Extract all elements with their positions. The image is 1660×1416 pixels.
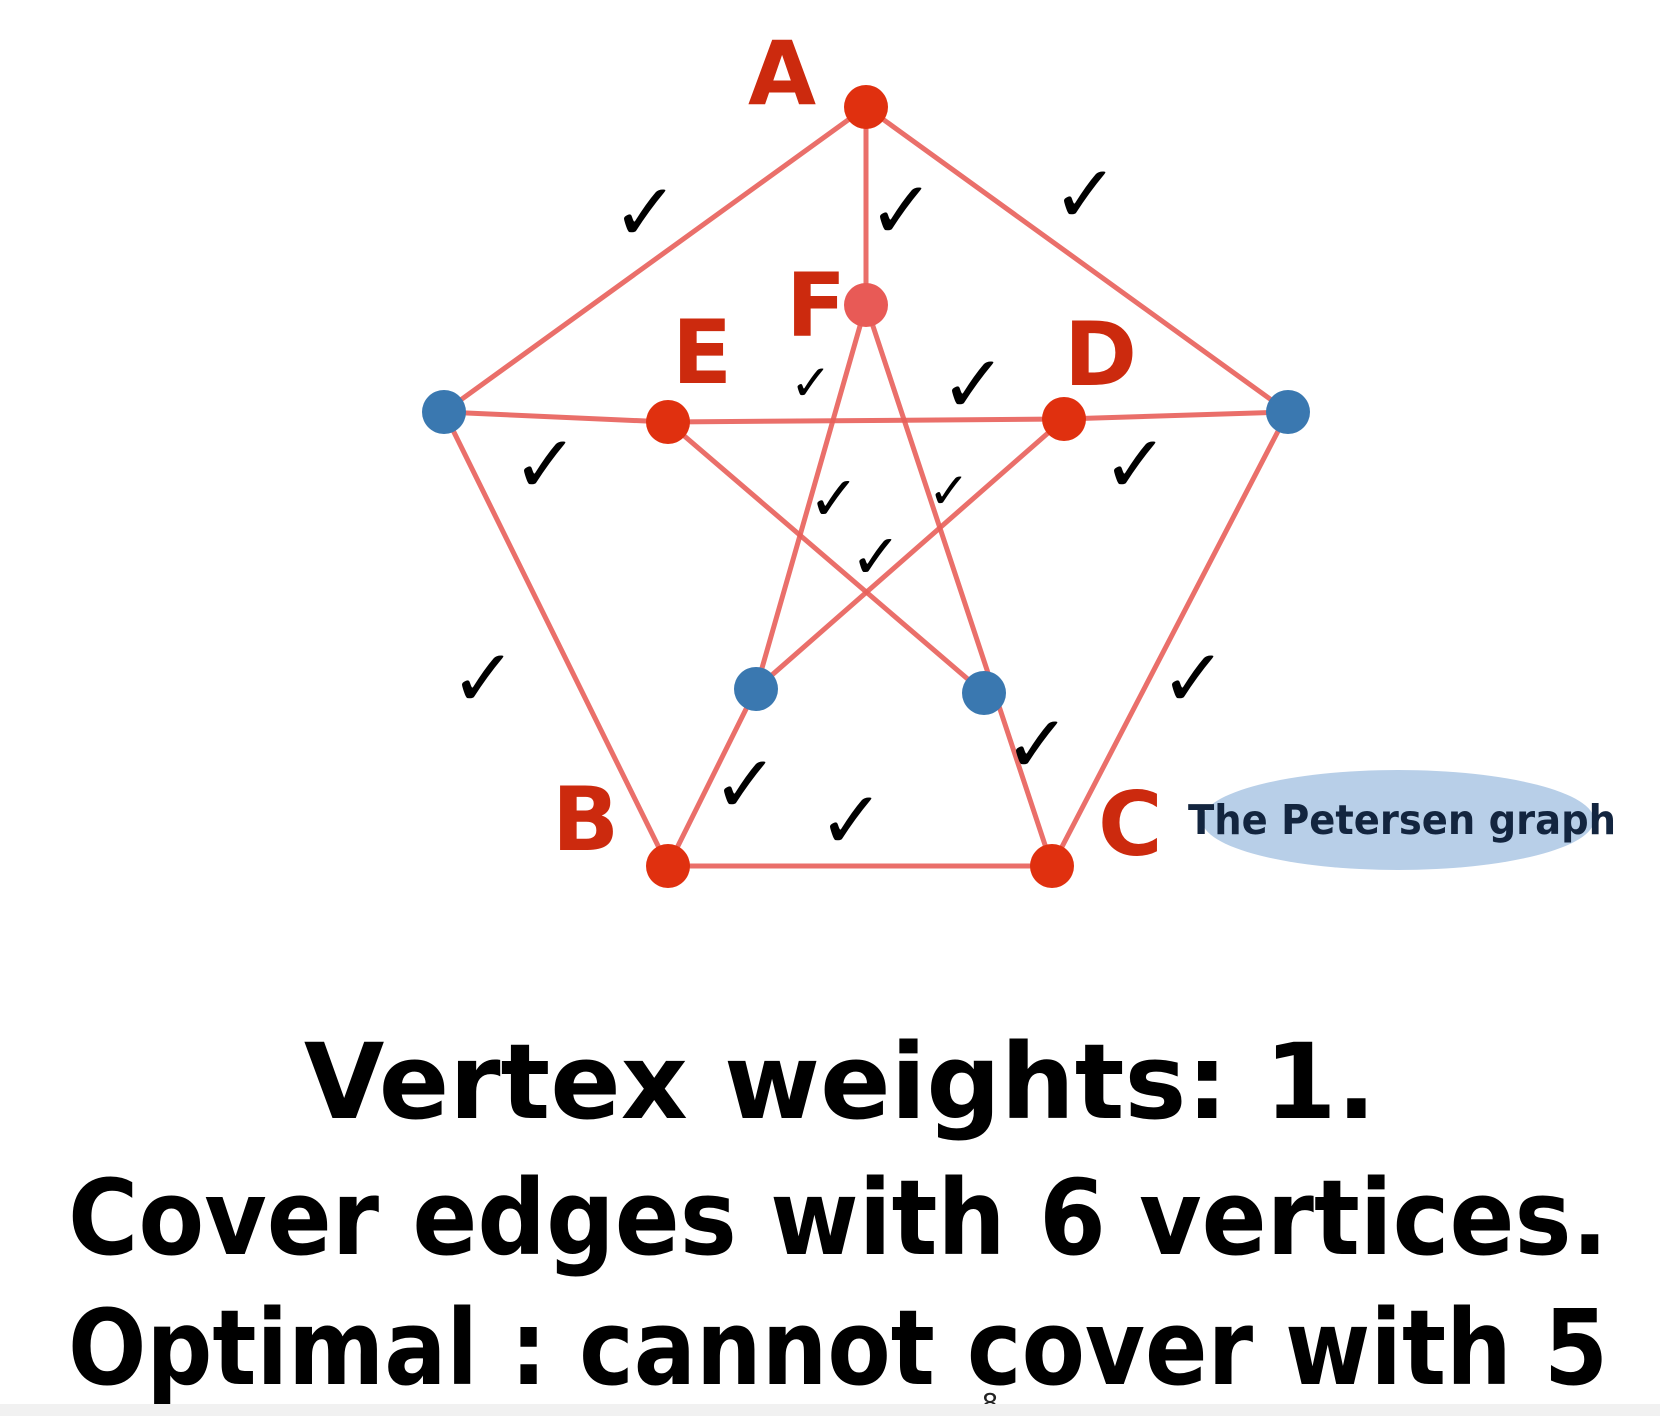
edge-a-left [441, 104, 869, 415]
check-mark: ✓ [928, 462, 970, 520]
graph-edges [441, 104, 1291, 869]
check-mark: ✓ [940, 338, 1007, 431]
vertex-a [844, 85, 888, 129]
caption-line-2: Cover edges with 6 vertices. [68, 1157, 1608, 1279]
vertex-inner-right [962, 671, 1006, 715]
edge-check-marks: ✓ ✓ ✓ ✓ ✓ ✓ ✓ ✓ ✓ ✓ ✓ ✓ ✓ ✓ ✓ [450, 148, 1227, 867]
vertex-inner-left [734, 667, 778, 711]
check-mark: ✓ [818, 774, 885, 867]
edge-left-b [441, 409, 671, 869]
bottom-strip [0, 1404, 1660, 1416]
label-c: C [1098, 773, 1163, 876]
caption-line-1: Vertex weights: 1. [304, 1021, 1376, 1143]
edge-right-c [1049, 409, 1291, 869]
check-mark: ✓ [868, 164, 935, 257]
vertex-e [646, 400, 690, 444]
graph-vertices [422, 85, 1310, 888]
edge-f-c [863, 302, 1055, 869]
caption-line-3: Optimal : cannot cover with 5 [68, 1287, 1608, 1409]
check-mark: ✓ [450, 632, 517, 725]
petersen-label-group: The Petersen graph [1188, 770, 1616, 870]
check-mark: ✓ [808, 462, 860, 535]
edge-d-innerleft [753, 416, 1067, 692]
edge-e-innerright [665, 419, 987, 696]
label-f: F [786, 254, 846, 357]
caption: Vertex weights: 1. Cover edges with 6 ve… [68, 1021, 1608, 1409]
vertex-f [844, 283, 888, 327]
vertex-outer-right [1266, 390, 1310, 434]
edge-left-e [441, 409, 671, 425]
check-mark: ✓ [790, 354, 832, 412]
edge-e-d [665, 416, 1067, 425]
vertex-d [1042, 397, 1086, 441]
label-b: B [552, 768, 619, 871]
vertex-labels: A F E D B C [552, 22, 1163, 876]
petersen-label-ellipse [1202, 770, 1594, 870]
edge-d-right [1061, 409, 1291, 422]
edge-a-right [863, 104, 1291, 415]
check-mark: ✓ [1004, 698, 1071, 791]
check-mark: ✓ [850, 520, 902, 593]
vertex-c [1030, 844, 1074, 888]
check-mark: ✓ [1160, 632, 1227, 725]
check-mark: ✓ [512, 418, 579, 511]
check-mark: ✓ [1052, 148, 1119, 241]
label-a: A [748, 22, 816, 125]
label-d: D [1064, 303, 1137, 406]
vertex-b [646, 844, 690, 888]
check-mark: ✓ [1102, 418, 1169, 511]
petersen-label-text: The Petersen graph [1188, 796, 1616, 844]
check-mark: ✓ [612, 166, 679, 259]
edge-innerleft-b [665, 686, 759, 869]
check-mark: ✓ [712, 738, 779, 831]
edge-f-innerleft [753, 302, 869, 692]
vertex-outer-left [422, 390, 466, 434]
label-e: E [672, 301, 732, 404]
